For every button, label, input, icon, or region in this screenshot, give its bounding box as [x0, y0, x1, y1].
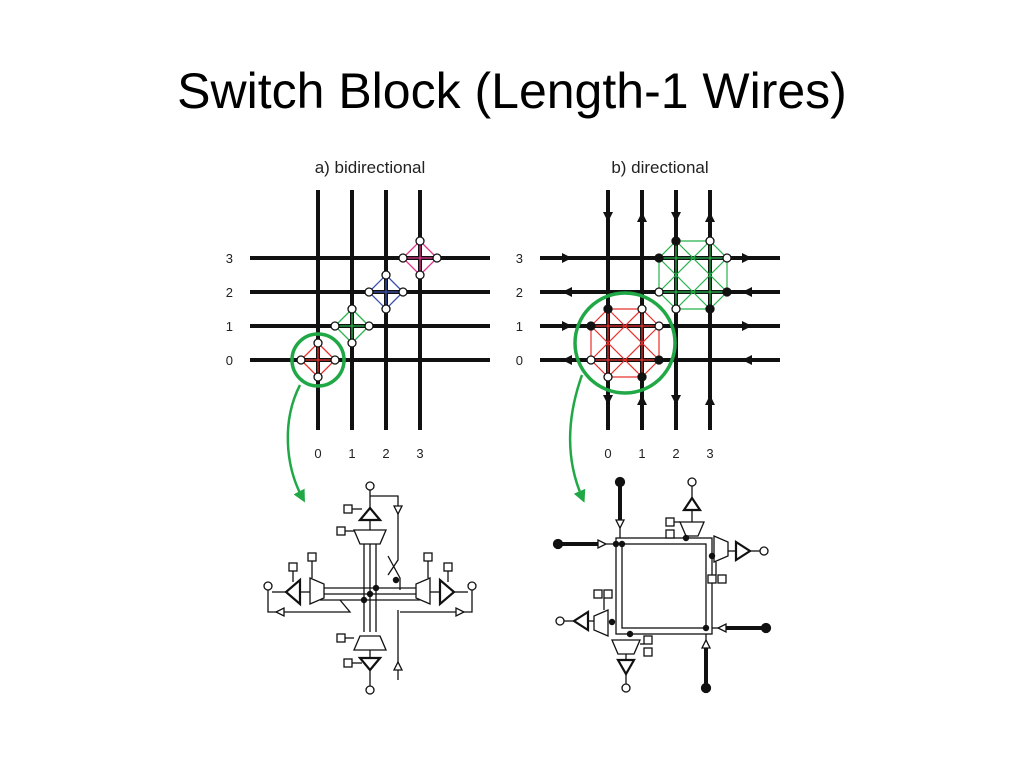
highlight-circle-a	[290, 332, 346, 388]
col-label: 3	[706, 446, 713, 461]
row-label: 0	[226, 353, 233, 368]
panel-a-col-labels: 0 1 2 3	[314, 446, 423, 461]
zoom-arrow-a	[286, 384, 305, 503]
col-label: 3	[416, 446, 423, 461]
direction-arrows	[562, 212, 752, 405]
switch-red	[296, 338, 340, 382]
col-label: 2	[672, 446, 679, 461]
row-label: 1	[516, 319, 523, 334]
switch-blue	[364, 270, 408, 314]
col-label: 0	[604, 446, 611, 461]
switch-magenta	[398, 236, 442, 280]
panel-a-grid	[250, 190, 490, 430]
col-label: 1	[348, 446, 355, 461]
highlight-circle-b	[573, 291, 677, 395]
row-label: 2	[226, 285, 233, 300]
zoom-arrow-b	[568, 374, 586, 503]
panel-b-col-labels: 0 1 2 3	[604, 446, 713, 461]
row-label: 2	[516, 285, 523, 300]
row-label: 3	[516, 251, 523, 266]
row-label: 1	[226, 319, 233, 334]
panel-b-row-labels: 3 2 1 0	[516, 251, 523, 368]
directional-circuit-detail	[552, 476, 772, 694]
col-label: 0	[314, 446, 321, 461]
col-label: 1	[638, 446, 645, 461]
switch-green	[330, 304, 374, 348]
panel-b-directional: b) directional	[516, 158, 780, 694]
bidirectional-circuit-detail	[263, 481, 477, 695]
switch-green-directional	[654, 236, 732, 314]
row-label: 3	[226, 251, 233, 266]
panel-a-bidirectional: a) bidirectional	[226, 158, 490, 695]
panel-b-label: b) directional	[611, 158, 708, 177]
col-label: 2	[382, 446, 389, 461]
panel-a-label: a) bidirectional	[315, 158, 426, 177]
slide-title: Switch Block (Length-1 Wires)	[177, 63, 847, 119]
switch-red-directional	[586, 304, 664, 382]
panel-a-row-labels: 3 2 1 0	[226, 251, 233, 368]
row-label: 0	[516, 353, 523, 368]
